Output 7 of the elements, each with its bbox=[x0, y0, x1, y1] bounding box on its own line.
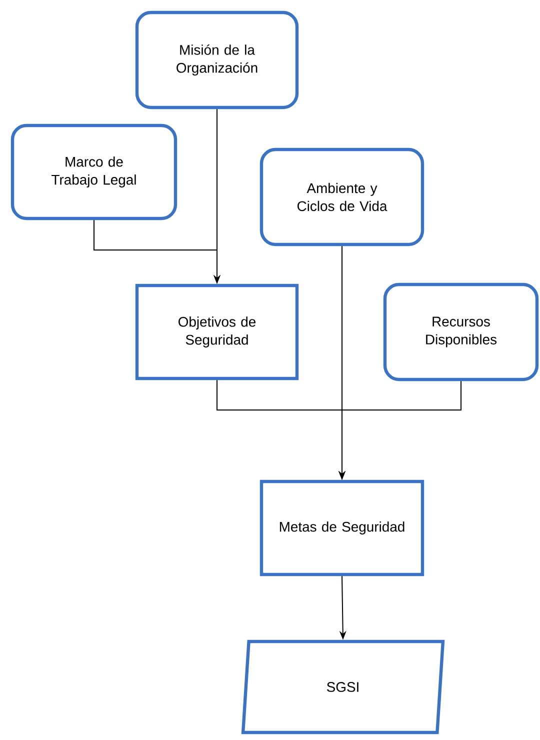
rounded-box: Recursos Disponibles bbox=[383, 282, 539, 382]
rounded-box: Ambiente y Ciclos de Vida bbox=[260, 148, 424, 246]
data-parallelogram: SGSI bbox=[241, 640, 445, 734]
rounded-box: Misión de la Organización bbox=[135, 10, 299, 110]
rounded-box: Marco de Trabajo Legal bbox=[10, 124, 178, 220]
process-box: Metas de Seguridad bbox=[260, 480, 424, 576]
process-box: Objetivos de Seguridad bbox=[135, 284, 299, 380]
